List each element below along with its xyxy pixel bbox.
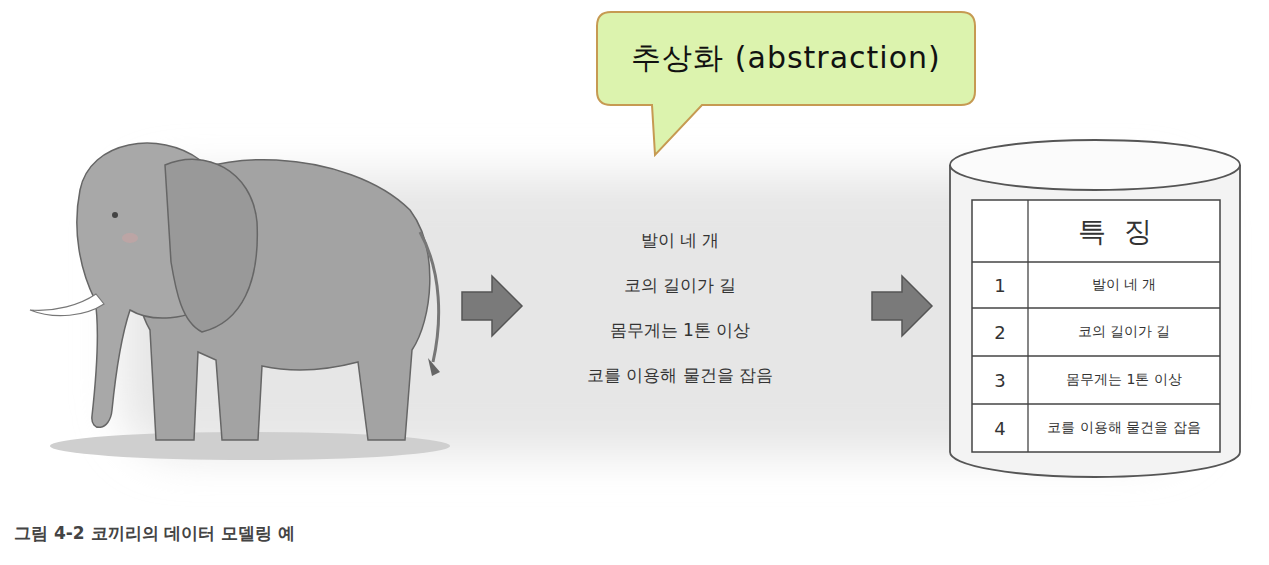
figure-caption: 그림 4-2 코끼리의 데이터 모델링 예 (14, 522, 295, 545)
table-rule (972, 355, 1220, 356)
elephant-ear (165, 159, 257, 332)
block-arrow (462, 276, 522, 336)
speech-bubble: 추상화 (abstraction) (597, 12, 975, 105)
table-cell: 2 (994, 322, 1005, 343)
table-cell: 코를 이용해 물건을 잡음 (1047, 419, 1200, 437)
table-header: 특징 (1078, 213, 1170, 251)
block-arrow (872, 276, 932, 336)
elephant-illustration (30, 143, 450, 460)
database-cylinder (950, 140, 1240, 477)
feature-text: 코의 길이가 길 (624, 274, 737, 297)
bubble-shape (597, 12, 975, 155)
table-cell: 4 (994, 418, 1005, 439)
table-cell: 코의 길이가 길 (1078, 323, 1171, 341)
elephant-cheek (122, 233, 138, 243)
elephant-tusk (30, 294, 104, 316)
elephant-eye (112, 212, 118, 218)
table-cell: 3 (994, 370, 1005, 391)
table-rule (972, 261, 1220, 262)
table-cell: 1 (994, 275, 1005, 296)
feature-text: 발이 네 개 (641, 229, 720, 252)
elephant-body (137, 160, 430, 440)
table-rule (1027, 200, 1028, 452)
bubble-text: 추상화 (abstraction) (631, 38, 940, 79)
feature-text: 몸무게는 1톤 이상 (610, 319, 751, 342)
feature-text: 코를 이용해 물건을 잡음 (587, 364, 773, 387)
cylinder-top (950, 140, 1240, 190)
table-cell: 발이 네 개 (1092, 276, 1157, 294)
table-rule (972, 403, 1220, 404)
elephant-tail-tuft (428, 358, 440, 376)
elephant-tail (420, 232, 439, 362)
cylinder-body (950, 165, 1240, 477)
table-cell: 몸무게는 1톤 이상 (1066, 371, 1182, 389)
table-frame (972, 200, 1220, 452)
table-rule (972, 307, 1220, 308)
